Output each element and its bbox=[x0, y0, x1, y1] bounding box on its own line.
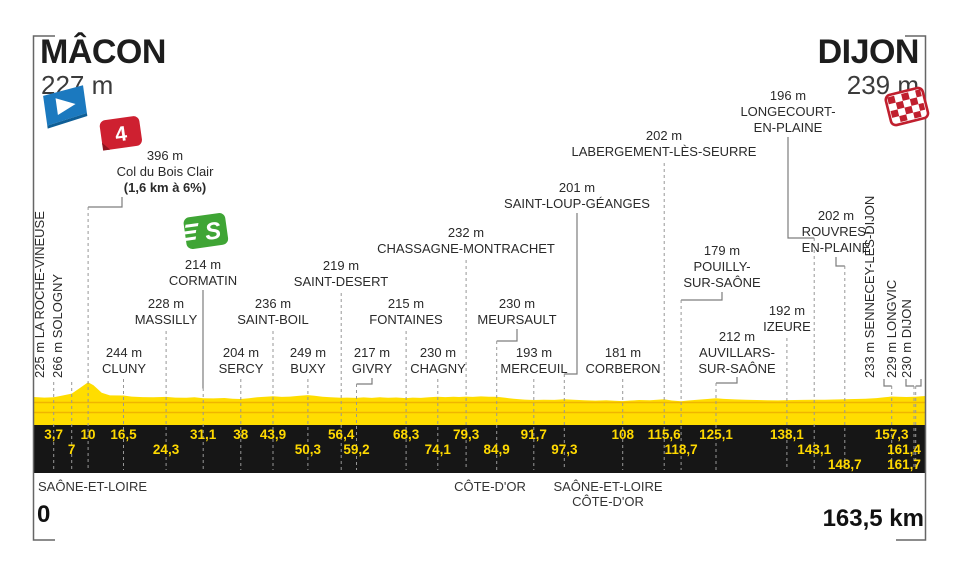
km-marker: 115,6 bbox=[647, 427, 681, 442]
right-frame-bracket bbox=[896, 35, 927, 541]
km-marker: 59,2 bbox=[343, 442, 370, 457]
category-4-climb-icon: 4 bbox=[99, 116, 142, 151]
km-marker: 43,9 bbox=[259, 427, 287, 442]
connector-line bbox=[681, 292, 723, 301]
department-label: CÔTE-D'OR bbox=[454, 479, 526, 494]
waypoint-label: 266 m SOLOGNY bbox=[50, 273, 65, 378]
connector-line bbox=[356, 378, 373, 385]
start-flag-icon bbox=[43, 85, 88, 129]
km-marker: 161,7 bbox=[887, 457, 921, 472]
connector-line bbox=[88, 197, 123, 208]
connector-line bbox=[787, 137, 815, 239]
km-marker: 125,1 bbox=[699, 427, 733, 442]
department-label: SAÔNE-ET-LOIRE bbox=[38, 479, 148, 494]
km-marker: 24,3 bbox=[152, 442, 180, 457]
km-marker: 10 bbox=[80, 427, 96, 442]
km-marker: 161,4 bbox=[887, 442, 921, 457]
connector-line bbox=[883, 379, 892, 387]
connector-layer bbox=[53, 137, 922, 470]
left-frame-bracket bbox=[32, 35, 55, 541]
km-total: 163,5 km bbox=[822, 505, 924, 532]
km-marker: 31,1 bbox=[190, 427, 217, 442]
connector-line bbox=[716, 377, 738, 384]
connector-line bbox=[905, 379, 914, 387]
distance-band bbox=[33, 425, 926, 473]
km-marker: 50,3 bbox=[294, 442, 322, 457]
waypoint-label: 225 m LA ROCHE-VINEUSE bbox=[32, 211, 47, 378]
profile-area bbox=[33, 382, 926, 426]
svg-text:S: S bbox=[203, 217, 223, 246]
km-marker: 68,3 bbox=[392, 427, 420, 442]
svg-text:4: 4 bbox=[114, 122, 129, 146]
km-marker: 138,1 bbox=[770, 427, 804, 442]
km-marker: 38 bbox=[233, 427, 249, 442]
km-marker: 74,1 bbox=[424, 442, 451, 457]
km-marker: 143,1 bbox=[797, 442, 832, 457]
km-marker: 79,3 bbox=[452, 427, 480, 442]
km-marker: 7 bbox=[67, 442, 76, 457]
connector-line bbox=[496, 329, 518, 342]
waypoint-label: 230 m DIJON bbox=[899, 299, 914, 378]
waypoint-label: 229 m LONGVIC bbox=[884, 279, 899, 378]
km-marker: 118,7 bbox=[664, 442, 698, 457]
finish-city-name: DIJON bbox=[817, 33, 920, 71]
km-marker: 91,7 bbox=[520, 427, 547, 442]
km-marker: 97,3 bbox=[551, 442, 578, 457]
finish-checkered-flag-icon bbox=[884, 86, 930, 127]
connector-line bbox=[564, 213, 578, 375]
sprint-icon: S bbox=[182, 213, 229, 250]
km-marker: 16,5 bbox=[110, 427, 137, 442]
connector-line bbox=[915, 379, 922, 387]
connector-line bbox=[835, 257, 845, 267]
km-marker: 3,7 bbox=[44, 427, 64, 442]
km-marker: 84,9 bbox=[483, 442, 510, 457]
km-marker: 56,4 bbox=[328, 427, 355, 442]
km-marker: 157,3 bbox=[874, 427, 909, 442]
km-marker: 148,7 bbox=[827, 457, 862, 472]
km-marker: 108 bbox=[611, 427, 634, 442]
km-start: 0 bbox=[37, 501, 51, 528]
waypoint-label: 233 m SENNECEY-LÈS-DIJON bbox=[862, 195, 877, 378]
start-city-name: MÂCON bbox=[40, 33, 166, 71]
